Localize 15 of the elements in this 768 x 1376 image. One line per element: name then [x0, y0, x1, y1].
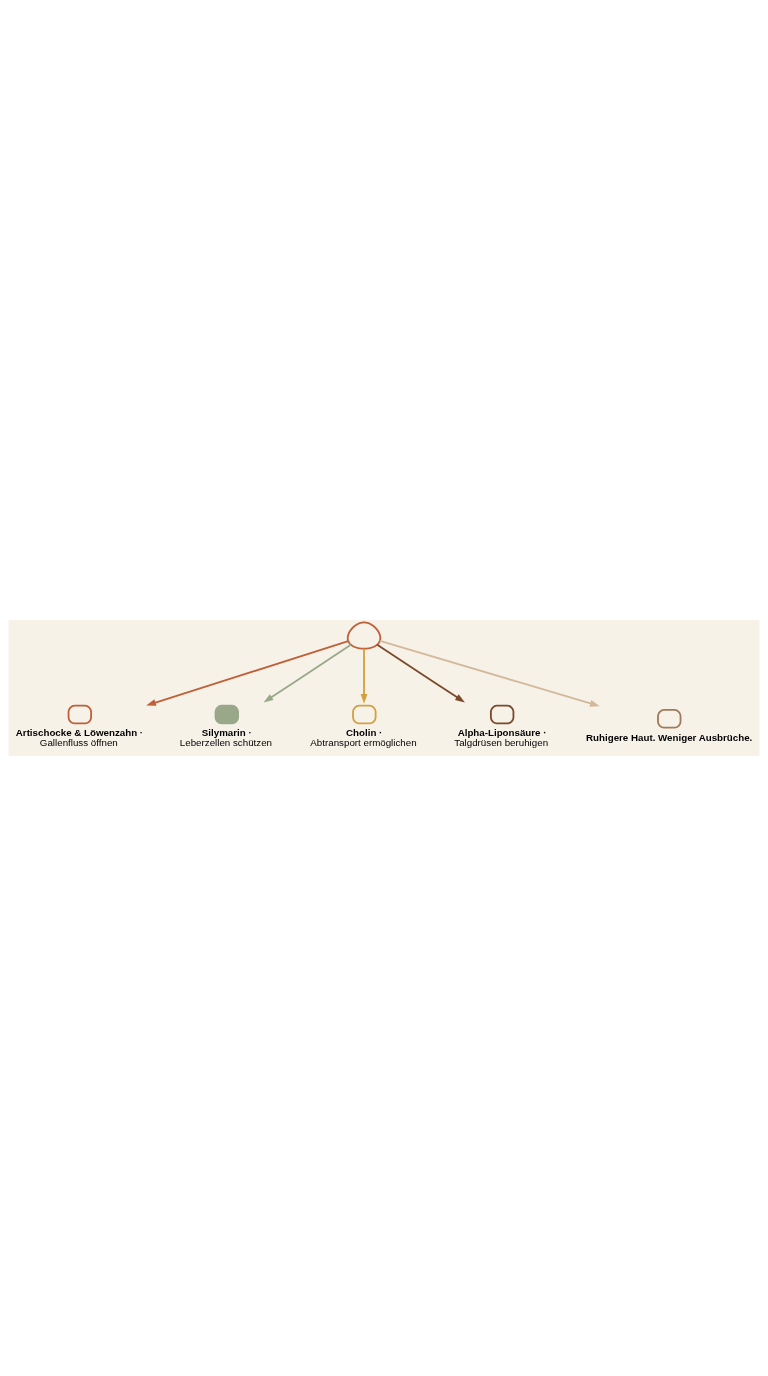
arrow [379, 640, 600, 707]
node-label: Gallenfluss öffnen [39, 737, 118, 749]
arrow [263, 643, 352, 703]
node-label: Ruhigere Haut. Weniger Ausbrüche. [586, 731, 753, 743]
node-label: Alpha-Liponsäure · [457, 727, 547, 739]
node-label: Artischocke & Löwenzahn · [15, 727, 144, 739]
node-label: Cholin · [346, 727, 383, 739]
arrow [360, 647, 368, 704]
arrow [376, 643, 465, 703]
node-label: Silymarin · [201, 727, 252, 739]
arrow [146, 640, 350, 706]
node-liver [346, 621, 382, 650]
node-label: Abtransport ermöglichen [310, 737, 417, 749]
node-label: Talgdrüsen beruhigen [454, 737, 549, 749]
node-label: Leberzellen schützen [179, 737, 272, 749]
